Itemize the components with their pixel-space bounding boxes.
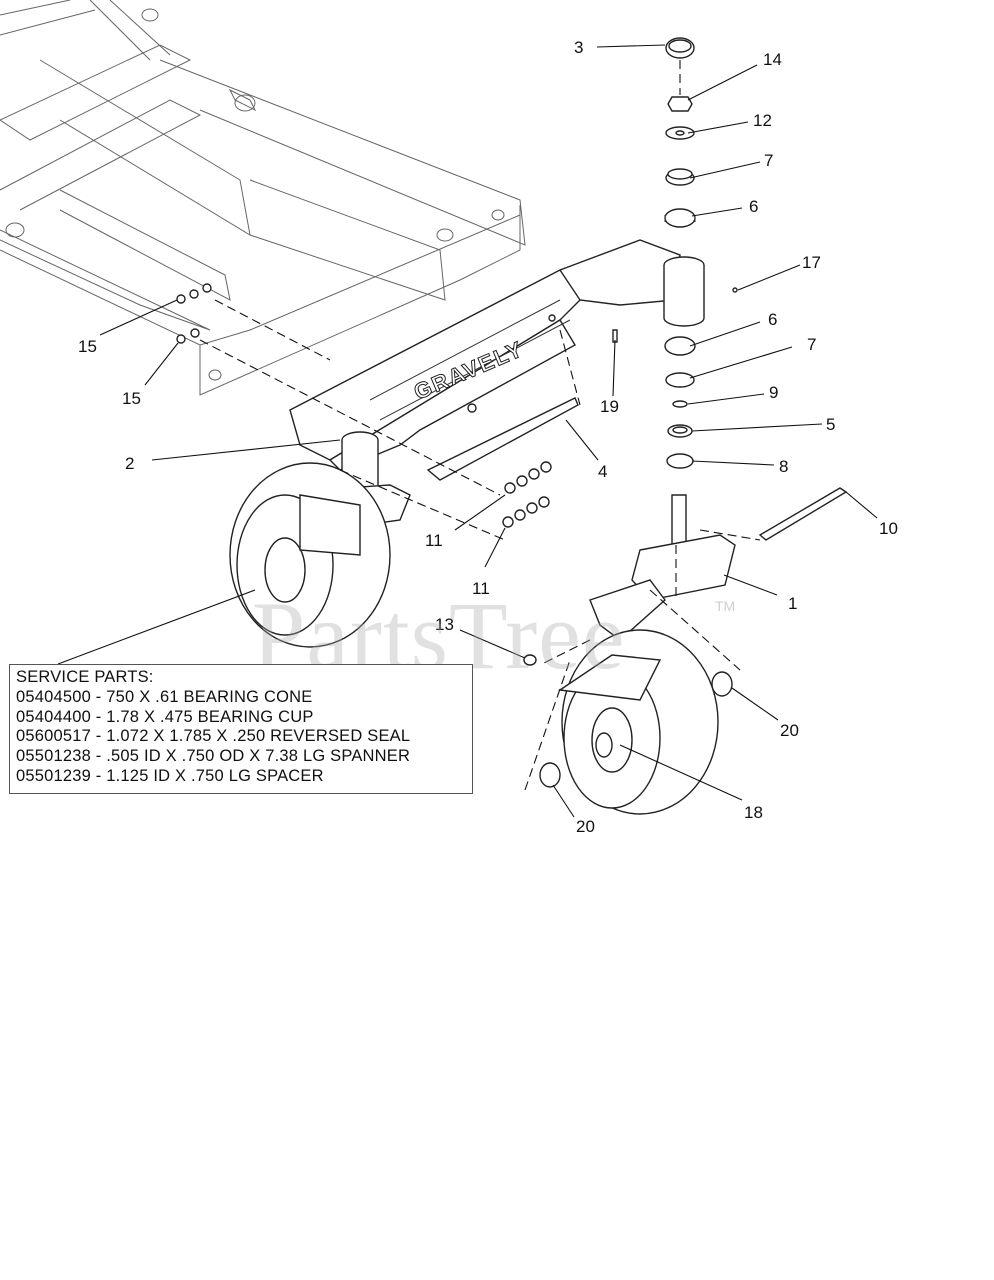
callout-20-right: 20 <box>780 721 799 740</box>
service-parts-heading: SERVICE PARTS: <box>16 668 154 686</box>
bolts <box>502 461 552 528</box>
spacer-left <box>539 762 561 788</box>
bearing-cup-bottom <box>664 336 696 356</box>
callout-13: 13 <box>435 615 454 634</box>
caster-fork <box>589 494 736 641</box>
callout-10: 10 <box>879 519 898 538</box>
callout-20-left: 20 <box>576 817 595 836</box>
callout-18: 18 <box>744 803 763 822</box>
service-part-line: 05404500 - 750 X .61 BEARING CONE <box>16 687 313 706</box>
callout-17: 17 <box>802 253 821 272</box>
mower-frame <box>0 0 526 396</box>
washer <box>665 126 695 140</box>
callout-3: 3 <box>574 38 583 57</box>
callout-11-top: 11 <box>425 531 443 550</box>
lock-nut <box>667 96 693 112</box>
callout-6-bottom: 6 <box>768 310 777 329</box>
callout-5: 5 <box>826 415 835 434</box>
grease-fitting <box>732 287 738 293</box>
callout-4: 4 <box>598 462 607 481</box>
guard-plate <box>426 397 579 481</box>
spindle-housing <box>663 256 705 327</box>
nuts <box>176 283 212 344</box>
bearing-cone-bottom <box>665 372 695 388</box>
assembly-lines <box>199 60 761 791</box>
axle-bolt <box>758 487 848 541</box>
callout-8: 8 <box>779 457 788 476</box>
callout-2: 2 <box>125 454 134 473</box>
callout-7-bottom: 7 <box>807 335 816 354</box>
callout-12: 12 <box>753 111 772 130</box>
service-part-line: 05501238 - .505 ID X .750 OD X 7.38 LG S… <box>16 747 411 766</box>
service-part-line: 05600517 - 1.072 X 1.785 X .250 REVERSED… <box>16 727 411 746</box>
left-caster-wheel <box>229 462 391 648</box>
fitting-nut <box>523 654 537 666</box>
spacer-washer <box>672 400 688 408</box>
bearing-cone-top <box>665 168 695 186</box>
callout-1: 1 <box>788 594 797 613</box>
callout-6-top: 6 <box>749 197 758 216</box>
right-caster-wheel <box>558 629 719 815</box>
dust-cap <box>665 37 695 59</box>
callout-9: 9 <box>769 383 778 402</box>
watermark-trademark: TM <box>715 598 736 614</box>
callout-15-bottom: 15 <box>122 389 141 408</box>
callout-19: 19 <box>600 397 619 416</box>
service-part-line: 05501239 - 1.125 ID X .750 LG SPACER <box>16 766 324 785</box>
retaining-ring <box>666 453 694 469</box>
service-part-line: 05404400 - 1.78 X .475 BEARING CUP <box>16 707 314 726</box>
callout-15-top: 15 <box>78 337 97 356</box>
service-parts-box: SERVICE PARTS: 05404500 - 750 X .61 BEAR… <box>9 664 473 794</box>
bearing-cup-top <box>664 208 696 228</box>
spacer-right <box>711 671 733 697</box>
pin <box>612 329 618 343</box>
callout-11-bottom: 11 <box>472 579 490 598</box>
reversed-seal <box>667 424 693 438</box>
callout-14: 14 <box>763 50 782 69</box>
leader-lines <box>57 44 878 818</box>
callout-labels: 3 14 12 7 6 17 6 7 9 5 8 10 1 20 18 20 1… <box>78 38 898 836</box>
callout-7-top: 7 <box>764 151 773 170</box>
